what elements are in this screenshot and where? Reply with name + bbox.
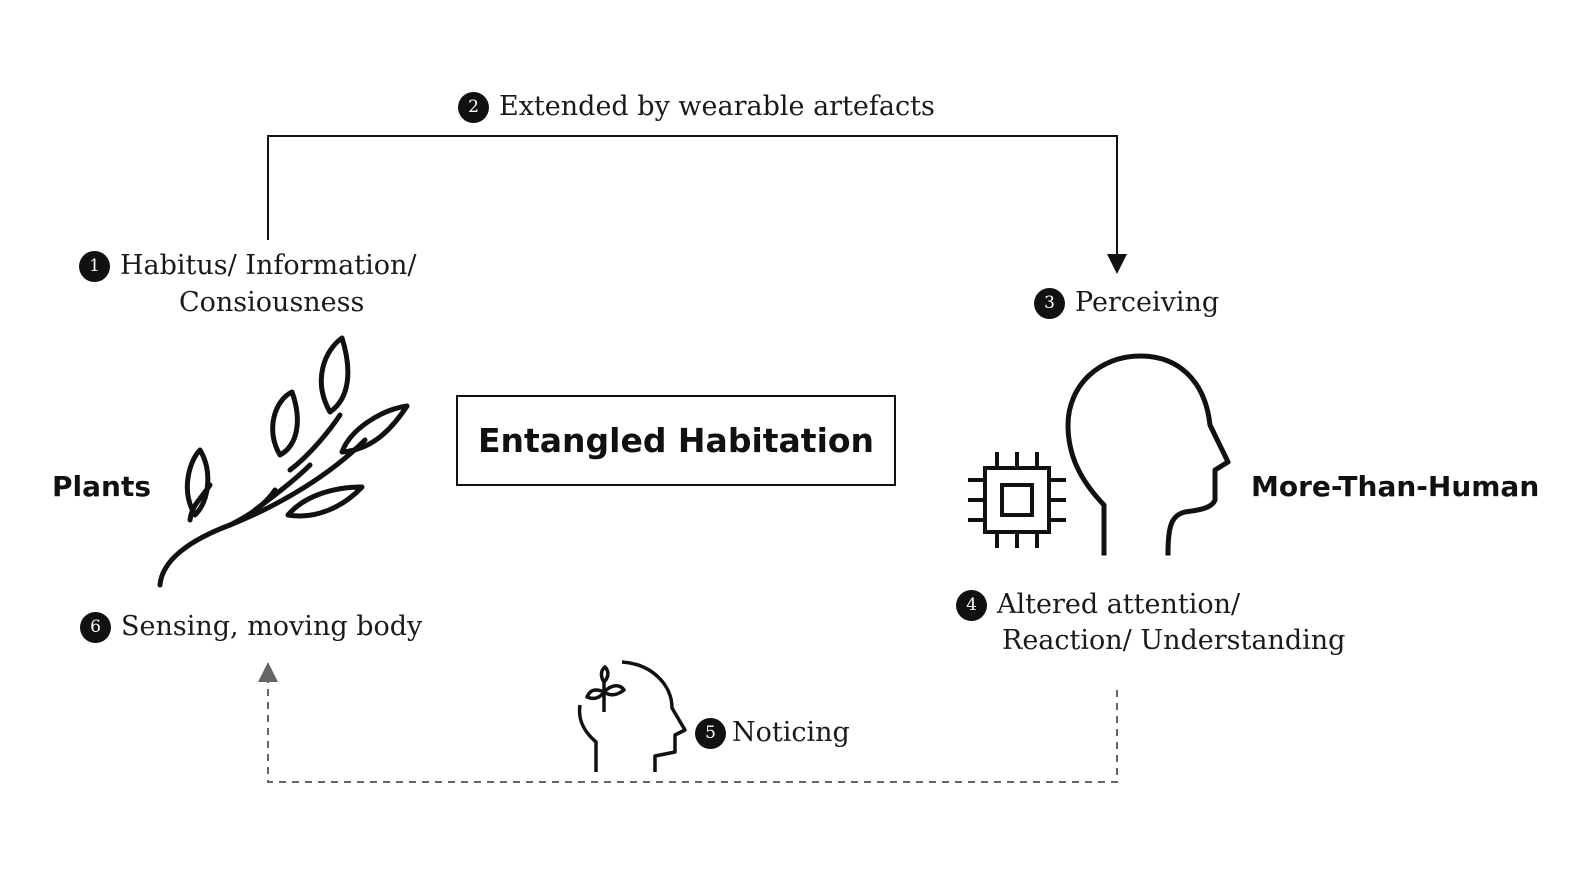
step-4-line2-label: Reaction/ Understanding [1002,623,1345,659]
left-entity-label: Plants [52,470,151,503]
right-entity-label: More-Than-Human [1251,470,1540,503]
human-head-icon [1065,353,1231,556]
plant-branch-icon [157,335,410,588]
diagram-title: Entangled Habitation [477,421,875,460]
step-1-line2-label: Consiousness [179,285,364,321]
step-6-text: Sensing, moving body [121,611,423,642]
step-4-badge: 4 [956,590,987,621]
step-3-text: Perceiving [1075,287,1220,318]
step-1-line2: Consiousness [179,287,365,318]
noticing-feedback-arrow [258,662,1118,783]
step-3-badge: 3 [1034,288,1065,319]
step-5-badge: 5 [695,718,726,749]
step-4-label: 4 Altered attention/ [956,587,1240,623]
step-6-badge: 6 [80,612,111,643]
step-3-label: 3 Perceiving [1034,285,1219,321]
step-2-label: 2 Extended by wearable artefacts [458,89,935,125]
step-4-line1: Altered attention/ [997,589,1241,620]
chip-icon [968,452,1066,548]
step-6-label: 6 Sensing, moving body [80,609,422,645]
head-with-sprout-icon [577,660,687,772]
extended-arrow [267,135,1127,274]
step-1-badge: 1 [79,251,110,282]
step-5-text: Noticing [732,717,850,748]
step-2-badge: 2 [458,92,489,123]
title-box: Entangled Habitation [456,395,896,486]
step-2-text: Extended by wearable artefacts [499,91,935,122]
step-1-label: 1 Habitus/ Information/ [79,248,416,284]
step-1-line1: Habitus/ Information/ [120,250,417,281]
step-4-line2: Reaction/ Understanding [1002,625,1346,656]
